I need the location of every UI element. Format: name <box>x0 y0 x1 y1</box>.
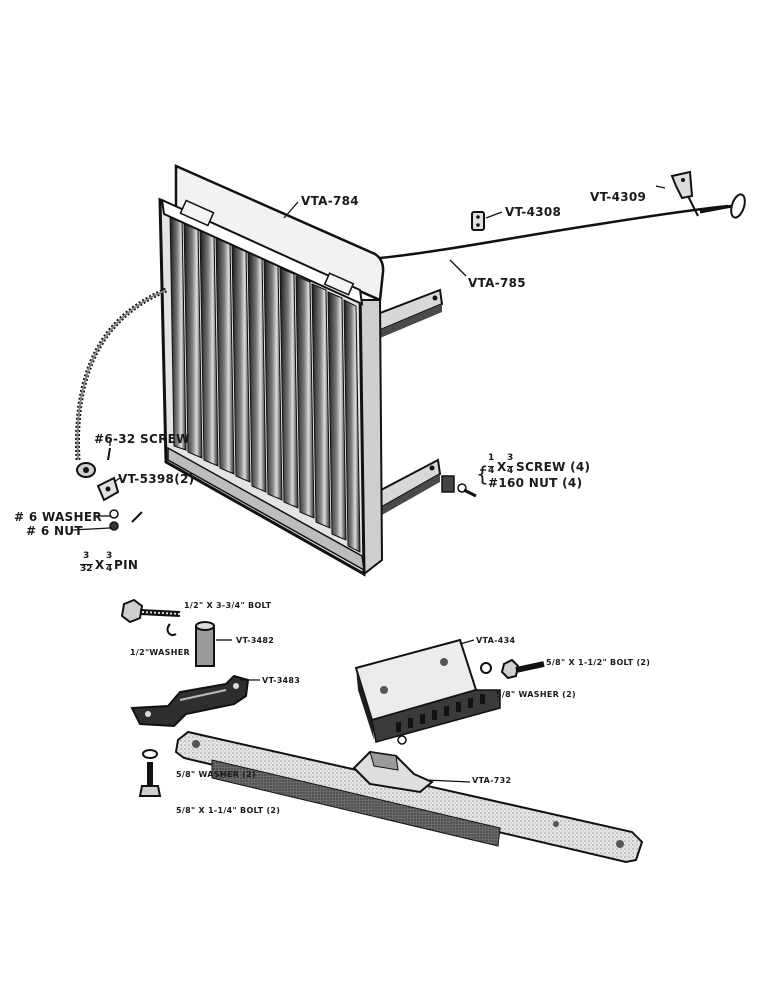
label-vt-5398: VT-5398(2) <box>118 472 195 486</box>
support-bracket <box>354 638 501 745</box>
screw-fraction-num: 1 <box>488 453 495 463</box>
cable-clip <box>471 211 485 231</box>
label-58-washer-a: 5/8" WASHER (2) <box>496 690 576 699</box>
label-vta-784: VTA-784 <box>301 194 359 208</box>
label-vta-434: VTA-434 <box>476 636 516 645</box>
spacer <box>195 621 215 667</box>
five-eighth-bolt-upper <box>480 658 545 680</box>
five-eighth-bolt-lower <box>138 749 162 797</box>
label-vt-4309: VT-4309 <box>590 190 647 204</box>
label-58-bolt-112: 5/8" X 1-1/2" BOLT (2) <box>546 658 651 667</box>
cable-clamp-hardware <box>76 447 143 531</box>
half-inch-bolt <box>120 598 181 636</box>
pin-fraction-num: 3 <box>83 551 90 561</box>
screw-fraction2-num: 3 <box>507 453 514 463</box>
support-bar <box>174 730 644 864</box>
control-bracket <box>670 170 699 217</box>
lower-bracket <box>130 674 250 728</box>
label-vt-3483: VT-3483 <box>262 676 301 685</box>
control-cable <box>75 193 746 461</box>
label-vt-3482: VT-3482 <box>236 636 275 645</box>
leader-lines <box>71 185 666 783</box>
screw-fraction-den: 4 <box>488 466 495 476</box>
label-vt-4308: VT-4308 <box>505 205 562 219</box>
pin-fraction2-den: 4 <box>106 564 113 574</box>
pin-suffix: PIN <box>114 558 139 572</box>
screw-fraction2-den: 4 <box>507 466 514 476</box>
label-vta-785: VTA-785 <box>468 276 526 290</box>
quarter-screw-hardware <box>441 475 477 498</box>
screw-suffix: SCREW (4) <box>516 460 591 474</box>
shutter-assembly <box>158 164 444 577</box>
label-58-bolt-114: 5/8" X 1-1/4" BOLT (2) <box>176 806 281 815</box>
label-6-washer: # 6 WASHER <box>14 510 102 524</box>
pin-fraction-den: 32 <box>80 564 93 574</box>
label-58-washer-b: 5/8" WASHER (2) <box>176 770 256 779</box>
label-half-bolt: 1/2" X 3-3/4" BOLT <box>184 601 272 610</box>
label-160-nut: #160 NUT (4) <box>488 476 583 490</box>
pin-fraction2-num: 3 <box>106 551 113 561</box>
label-632-screw: #6-32 SCREW <box>94 432 190 446</box>
label-half-washer: 1/2"WASHER <box>130 648 190 657</box>
label-vta-732: VTA-732 <box>472 776 512 785</box>
label-6-nut: # 6 NUT <box>26 524 83 538</box>
